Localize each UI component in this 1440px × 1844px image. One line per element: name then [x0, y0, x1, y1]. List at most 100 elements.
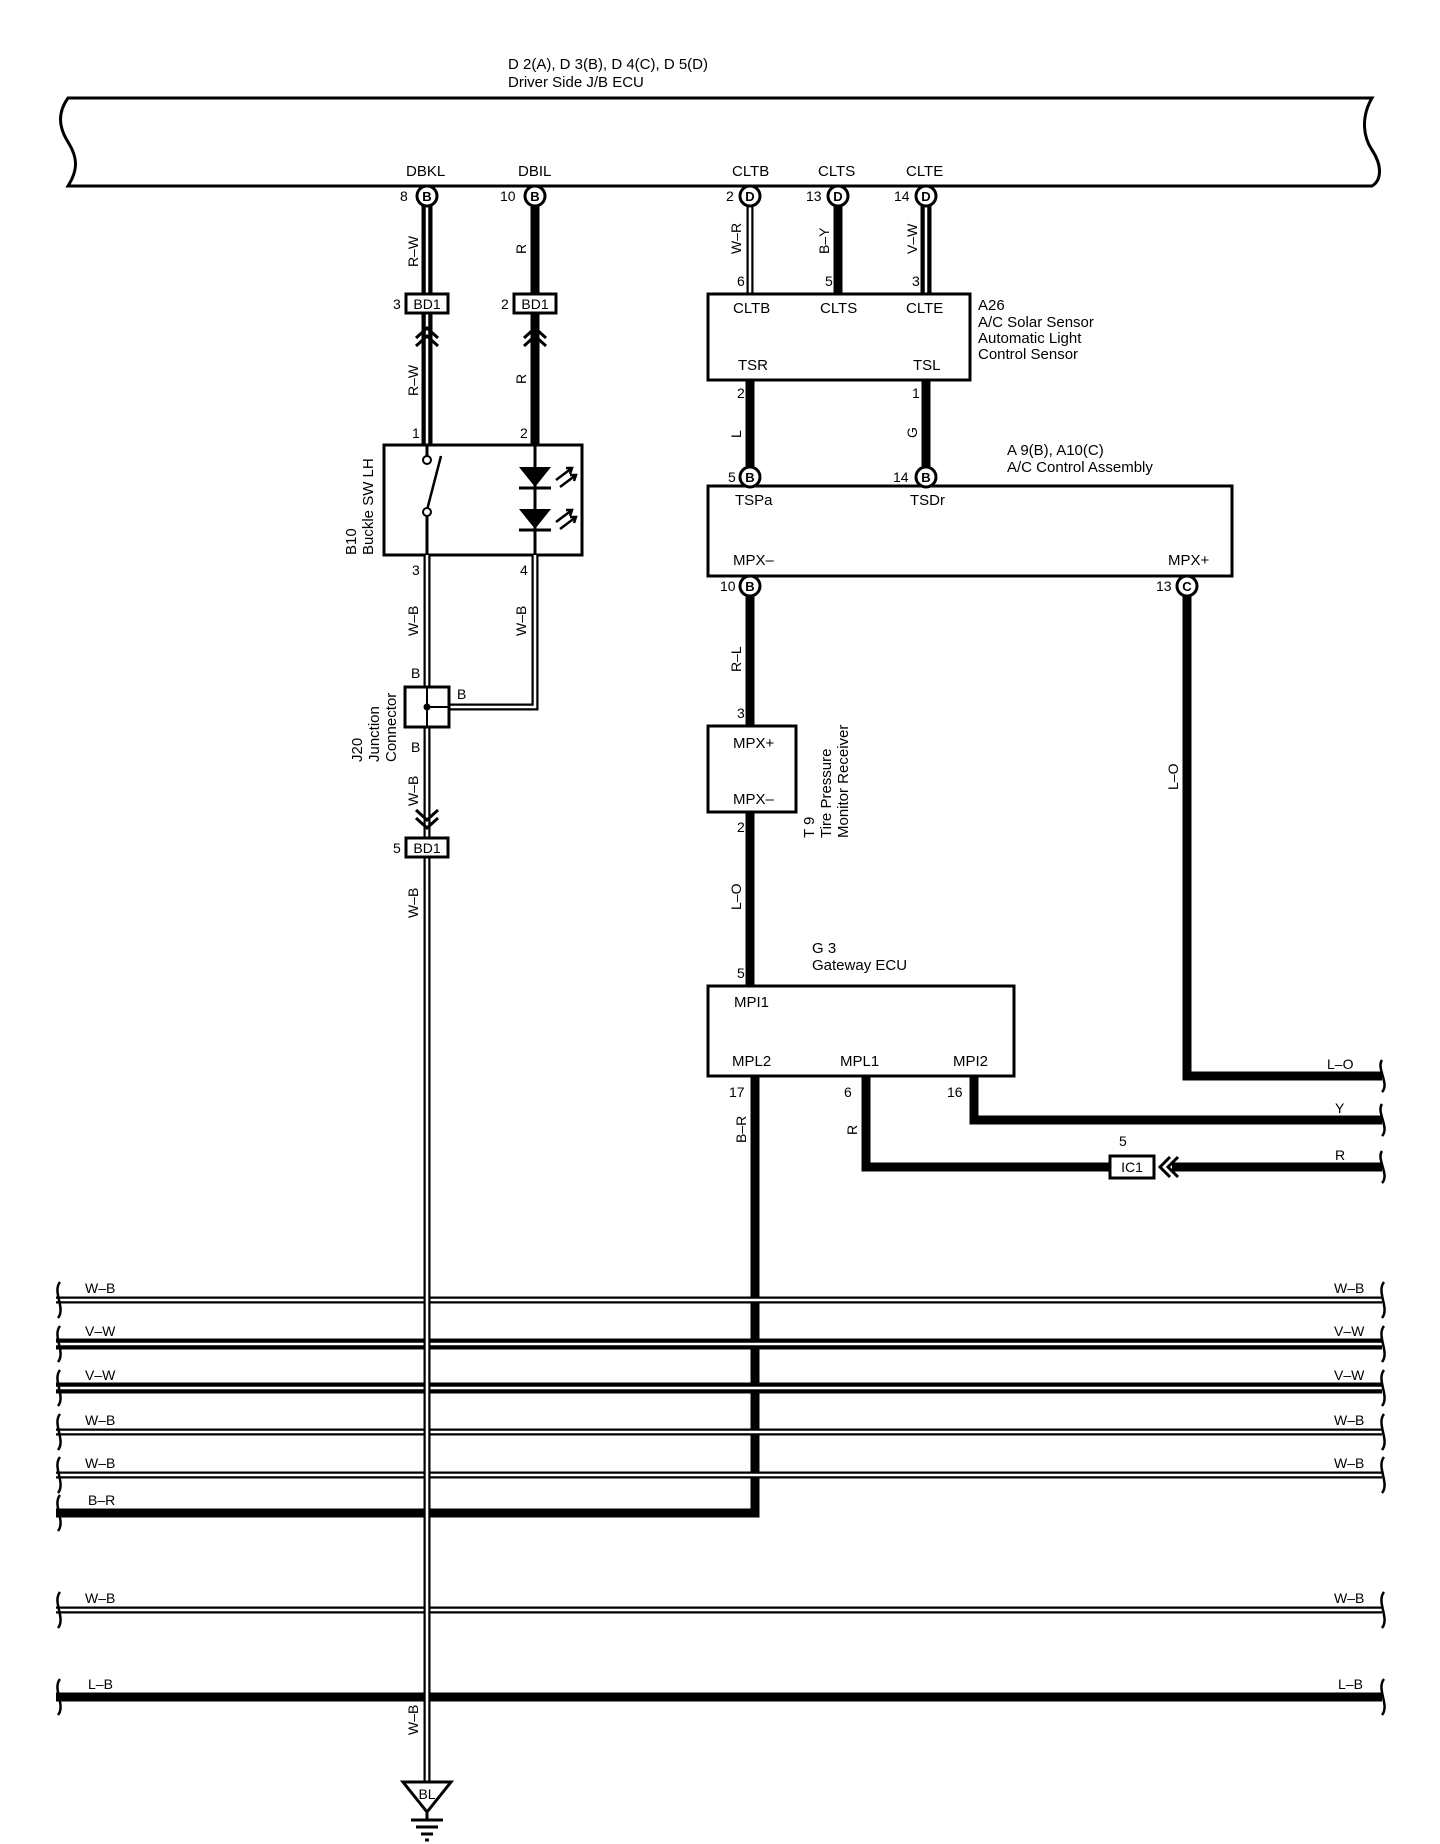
svg-text:IC1: IC1	[1121, 1159, 1143, 1175]
svg-text:B: B	[422, 189, 431, 204]
bd1-connector-b: BD1	[512, 292, 558, 315]
bd1-pin-c: 5	[393, 840, 401, 856]
ac-pin-10: 10	[720, 578, 736, 594]
ac-term-tspa: TSPa	[735, 492, 773, 509]
tpms-desc2: Monitor Receiver	[835, 725, 852, 838]
ac-pin-13: 13	[1156, 578, 1172, 594]
sensor-desc1: A/C Solar Sensor	[978, 314, 1094, 331]
bus-label-right: V–W	[1334, 1323, 1365, 1339]
wire-label-r: R	[513, 374, 529, 384]
ac-desc: A/C Control Assembly	[1007, 459, 1153, 476]
sensor-term: CLTB	[733, 300, 770, 317]
wire-label-rw: R–W	[405, 364, 421, 396]
buckle-pin-3: 3	[412, 562, 420, 578]
wire-br	[56, 1076, 760, 1518]
wire-label-wr: W–R	[728, 223, 744, 254]
bus-label-right: W–B	[1334, 1455, 1364, 1471]
wire-label-lo: L–O	[728, 883, 744, 910]
bd1-connector-a: BD1	[404, 292, 450, 315]
gateway-name: G 3	[812, 940, 836, 957]
wire-label-r: R	[844, 1125, 860, 1135]
right-label-y: Y	[1335, 1100, 1345, 1116]
wire-label-lo: L–O	[1165, 763, 1181, 790]
bus-label-right: W–B	[1334, 1280, 1364, 1296]
bus-label-left: W–B	[85, 1590, 115, 1606]
ecu-terminal-dbkl: DBKL	[406, 163, 445, 180]
wire-label-wb: W–B	[513, 606, 529, 636]
wire-label-by: B–Y	[816, 227, 832, 254]
bus-label-left: W–B	[85, 1280, 115, 1296]
buckle-desc: Buckle SW LH	[360, 458, 377, 555]
buckle-pin-4: 4	[520, 562, 528, 578]
sensor-pin: 3	[912, 273, 920, 289]
ground-connector	[399, 1780, 455, 1815]
bus-break-marks	[56, 1281, 1386, 1716]
bd1-pin-a: 3	[393, 296, 401, 312]
ecu-desc: Driver Side J/B ECU	[508, 74, 644, 91]
junction-pin-b: B	[411, 665, 420, 681]
sensor-term: TSR	[738, 357, 768, 374]
sensor-term: CLTE	[906, 300, 943, 317]
chevron-left-icon	[1157, 1155, 1180, 1179]
junction-desc2: Connector	[383, 693, 400, 762]
tpms-term-mpxp: MPX+	[733, 735, 775, 752]
gateway-box	[706, 984, 1016, 1078]
tpms-name: T 9	[801, 817, 818, 838]
bus-label-left: B–R	[88, 1492, 115, 1508]
buckle-switch-box	[382, 443, 584, 557]
ecu-pin-num: 14	[894, 188, 910, 204]
ecu-pin-num: 8	[400, 188, 408, 204]
wire-label-br: B–R	[733, 1116, 749, 1143]
ecu-name: D 2(A), D 3(B), D 4(C), D 5(D)	[508, 56, 708, 73]
led-icon	[519, 445, 578, 555]
ecu-pin-circles: B B D D D	[415, 184, 938, 208]
buckle-pin-1: 1	[412, 425, 420, 441]
sensor-box	[706, 292, 972, 382]
chevron-up-icon	[414, 325, 440, 348]
ac-term-mpxm: MPX–	[733, 552, 775, 569]
bus-label-right: V–W	[1334, 1367, 1365, 1383]
wire-lo-right	[1182, 596, 1382, 1081]
wire-label-l: L	[728, 430, 744, 438]
ic1-connector: IC1	[1108, 1154, 1156, 1180]
bd1-pin-b: 2	[501, 296, 509, 312]
bus-label-right: W–B	[1334, 1590, 1364, 1606]
chevron-up-icon	[522, 325, 548, 348]
junction-name: J20	[349, 738, 366, 762]
svg-text:D: D	[921, 189, 930, 204]
right-label-lo: L–O	[1327, 1056, 1354, 1072]
right-label-r: R	[1335, 1147, 1345, 1163]
bus-label-left: V–W	[85, 1367, 116, 1383]
svg-text:B: B	[745, 579, 754, 594]
buckle-name: B10	[343, 528, 360, 555]
tpms-pin-3: 3	[737, 705, 745, 721]
bus-label-right: W–B	[1334, 1412, 1364, 1428]
gateway-term-mpl1: MPL1	[840, 1053, 879, 1070]
sensor-pin: 1	[912, 385, 920, 401]
ac-term-mpxp: MPX+	[1168, 552, 1210, 569]
bus-label-left: W–B	[85, 1455, 115, 1471]
wire-label-vw: V–W	[904, 223, 920, 254]
wire-label-rw: R–W	[405, 235, 421, 267]
svg-text:C: C	[1182, 579, 1192, 594]
gateway-pin-16: 16	[947, 1084, 963, 1100]
gateway-pin-17: 17	[729, 1084, 745, 1100]
bus-label-right: L–B	[1338, 1676, 1363, 1692]
svg-text:B: B	[745, 470, 754, 485]
svg-text:D: D	[745, 189, 754, 204]
sensor-desc3: Control Sensor	[978, 346, 1078, 363]
switch-icon	[422, 445, 443, 555]
junction-pin-b: B	[411, 739, 420, 755]
gateway-term-mpi1: MPI1	[734, 994, 769, 1011]
ecu-terminal-cltb: CLTB	[732, 163, 769, 180]
ecu-pin-num: 2	[726, 188, 734, 204]
sensor-term: CLTS	[820, 300, 857, 317]
sensor-term: TSL	[913, 357, 941, 374]
ic1-pin: 5	[1119, 1133, 1127, 1149]
junction-node	[423, 703, 431, 711]
gateway-term-mpi2: MPI2	[953, 1053, 988, 1070]
ground-label: BL	[418, 1786, 435, 1802]
svg-text:BD1: BD1	[413, 296, 440, 312]
junction-pin-b: B	[457, 686, 466, 702]
